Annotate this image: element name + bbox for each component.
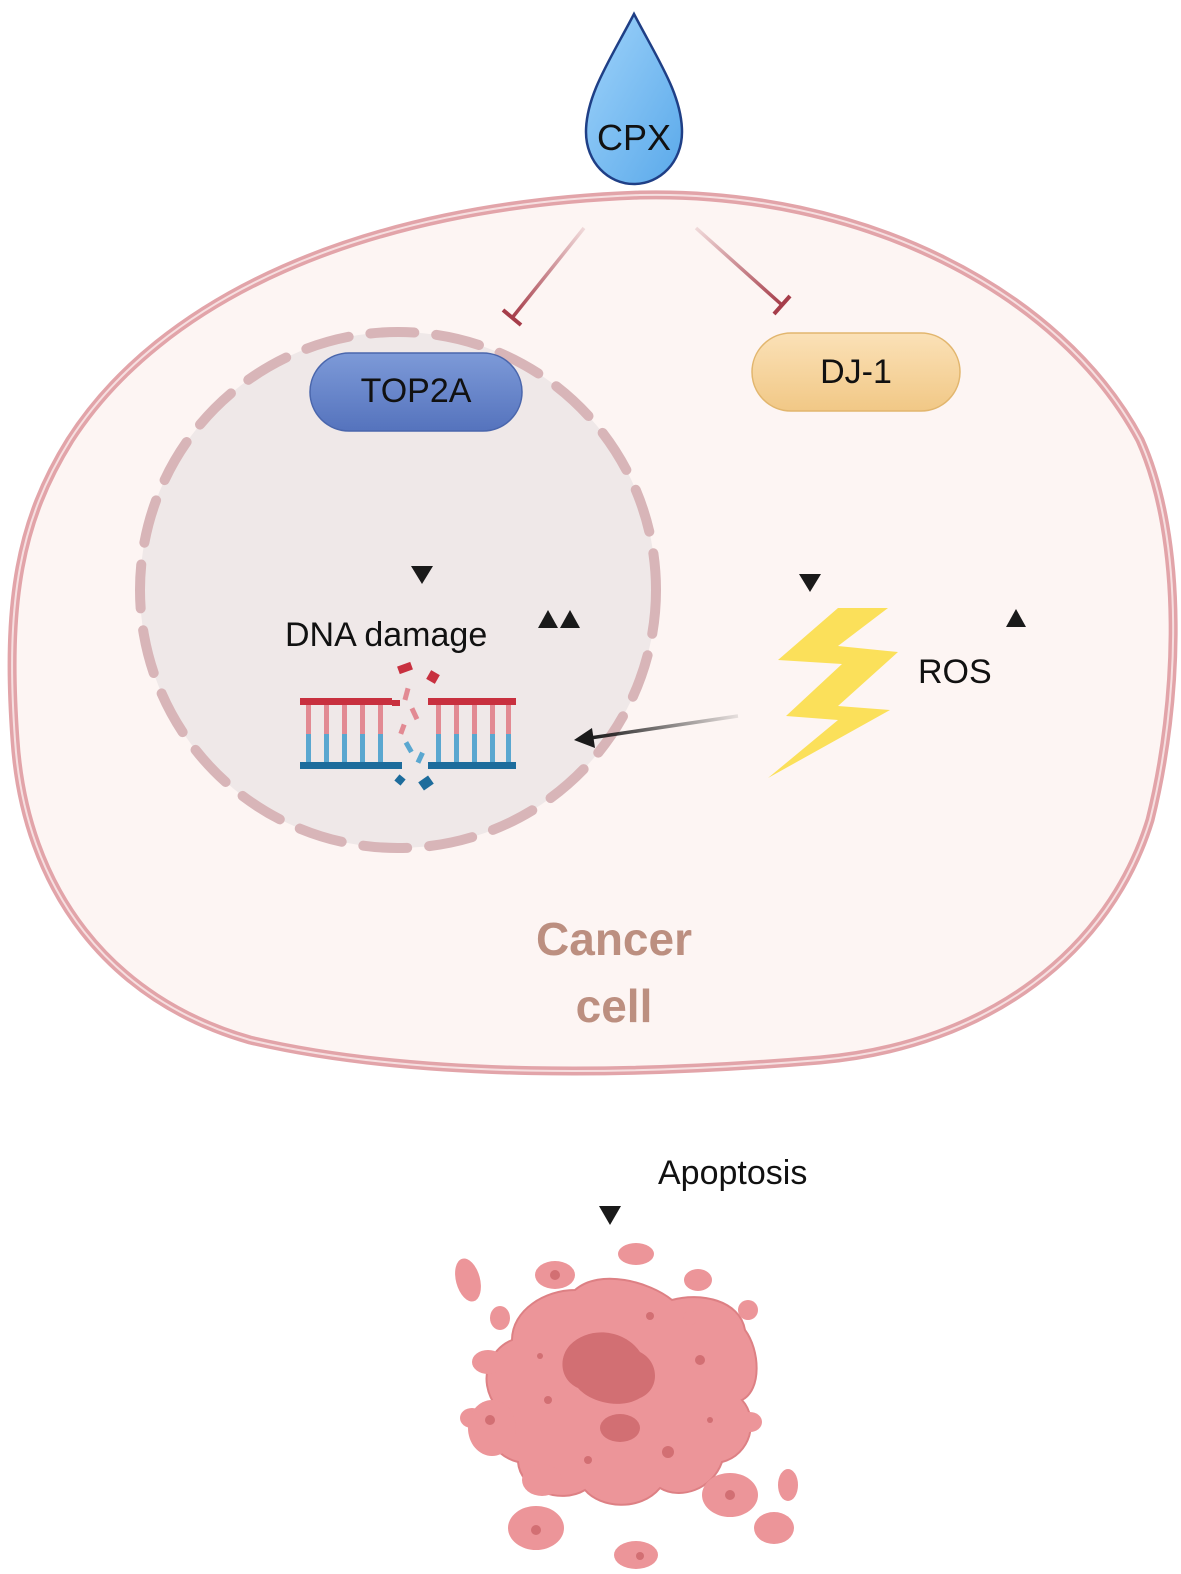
- top2a-label: TOP2A: [361, 372, 472, 410]
- dj1-label: DJ-1: [820, 353, 892, 391]
- nucleus-body: [140, 332, 656, 848]
- inhibition-dj1: [694, 226, 792, 316]
- cancer-label: Cancer: [536, 913, 692, 965]
- top2a-protein: TOP2A: [309, 352, 523, 432]
- dna-damage-label: DNA damage: [285, 616, 487, 654]
- cell-membrane-inner-line: [11, 193, 1175, 1073]
- ros-label: ROS: [918, 653, 992, 691]
- cpx-label: CPX: [597, 117, 671, 158]
- nuclear-envelope: [135, 327, 661, 853]
- lightning-bolt-icon: [768, 608, 898, 778]
- cell-label: cell: [576, 980, 653, 1032]
- drop-icon: [584, 11, 684, 186]
- arrow-top2a-to-dna-damage: [411, 446, 433, 584]
- apoptotic-cell-icon: [455, 1243, 798, 1569]
- cpx-drug: CPX: [584, 11, 684, 186]
- apoptosis-label: Apoptosis: [658, 1154, 807, 1192]
- arrow-dj1-to-ros: [799, 446, 821, 592]
- arrow-cell-to-apoptosis: [599, 1078, 621, 1225]
- apoptotic-nucleus: [562, 1332, 655, 1404]
- inhibition-top2a: [501, 226, 586, 327]
- up-arrow-icon: [1006, 609, 1026, 692]
- double-up-arrow-icon: [538, 610, 580, 686]
- nucleus: [135, 327, 661, 853]
- dna-strand-break-icon: [300, 661, 516, 791]
- dj1-protein: DJ-1: [751, 332, 961, 412]
- arrow-ros-to-dna: [574, 714, 739, 748]
